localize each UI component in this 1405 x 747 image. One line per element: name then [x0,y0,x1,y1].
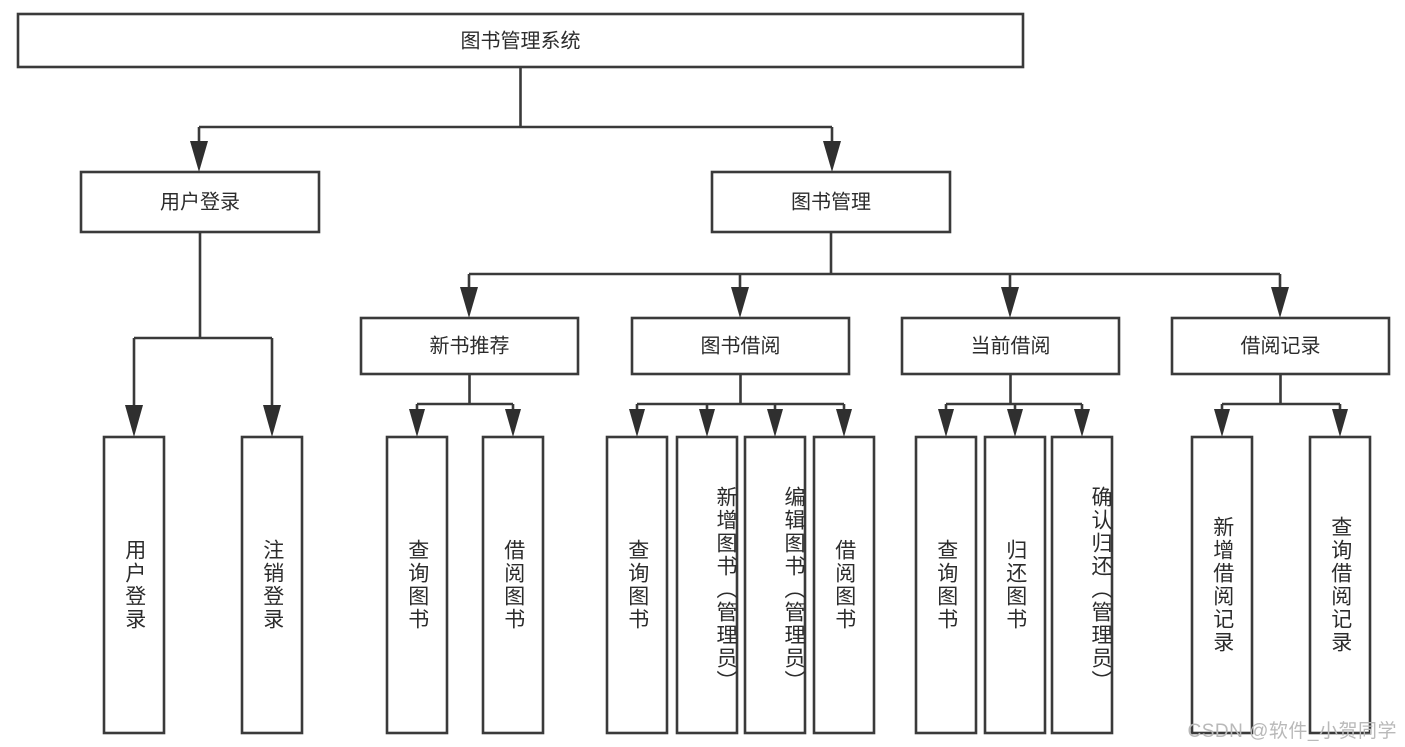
arrow-head-icon [836,409,852,437]
node-book-borrow-box[interactable] [630,316,851,376]
leaf-box-borrow-books-1[interactable] [481,435,545,735]
arrow-head-icon [699,409,715,437]
node-current-borrow-box[interactable] [900,316,1121,376]
node-root[interactable]: 图书管理系统 [16,12,1025,69]
node-new-book-recommendation-box[interactable] [359,316,580,376]
leaf-boxes [102,435,1372,735]
arrow-head-icon [1074,409,1090,437]
arrow-head-icon [263,405,281,437]
node-borrow-record[interactable]: 借阅记录 [1170,316,1391,376]
arrow-head-icon [190,141,208,172]
node-book-management[interactable]: 图书管理 [710,170,952,234]
leaf-box-user-login[interactable] [102,435,166,735]
arrow-head-icon [1001,287,1019,318]
node-book-management-label: 图书管理 [791,190,871,213]
arrow-head-icon [823,141,841,172]
node-root-label: 图书管理系统 [461,29,581,52]
node-book-management-box[interactable] [710,170,952,234]
node-book-borrow-label: 图书借阅 [701,334,781,357]
node-root-box[interactable] [16,12,1025,69]
arrow-head-icon [505,409,521,437]
leaf-box-logout[interactable] [240,435,304,735]
connector-current-borrow-to-leaves [938,374,1090,437]
arrow-head-icon [731,287,749,318]
node-book-borrow[interactable]: 图书借阅 [630,316,851,376]
connector-book-management-to-level3 [460,232,1289,318]
arrow-head-icon [1332,409,1348,437]
arrow-head-icon [767,409,783,437]
node-new-book-recommendation[interactable]: 新书推荐 [359,316,580,376]
leaf-box-query-books-2[interactable] [605,435,669,735]
leaf-box-query-books-3[interactable] [914,435,978,735]
arrow-head-icon [460,287,478,318]
node-user-login[interactable]: 用户登录 [79,170,321,234]
leaf-box-add-borrow-record[interactable] [1190,435,1254,735]
watermark: CSDN @软件_小贺同学 [1187,721,1397,742]
node-borrow-record-label: 借阅记录 [1241,334,1321,357]
node-new-book-recommendation-label: 新书推荐 [430,334,510,357]
leaf-box-borrow-books-2[interactable] [812,435,876,735]
connector-book-borrow-to-leaves [629,374,852,437]
node-current-borrow[interactable]: 当前借阅 [900,316,1121,376]
leaf-box-query-borrow-record[interactable] [1308,435,1372,735]
leaf-box-add-book-admin[interactable] [675,435,739,735]
arrow-head-icon [1271,287,1289,318]
connector-new-book-recommendation-to-leaves [409,374,521,437]
arrow-head-icon [629,409,645,437]
leaf-box-confirm-return-admin[interactable] [1050,435,1114,735]
connector-borrow-record-to-leaves [1214,374,1348,437]
arrow-head-icon [125,405,143,437]
arrow-head-icon [938,409,954,437]
leaf-box-return-books[interactable] [983,435,1047,735]
arrow-head-icon [409,409,425,437]
connector-user-login-to-leaves [125,232,281,437]
leaf-box-edit-book-admin[interactable] [743,435,807,735]
leaf-box-query-books-1[interactable] [385,435,449,735]
node-current-borrow-label: 当前借阅 [971,334,1051,357]
node-borrow-record-box[interactable] [1170,316,1391,376]
arrow-head-icon [1214,409,1230,437]
arrow-head-icon [1007,409,1023,437]
node-user-login-label: 用户登录 [160,190,240,213]
connector-root-to-level2 [190,67,841,172]
